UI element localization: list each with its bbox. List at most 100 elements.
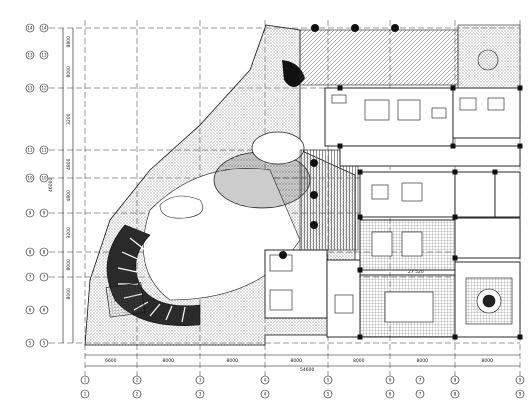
svg-text:1: 1 [84, 391, 87, 396]
svg-text:2: 2 [136, 391, 139, 396]
column [337, 143, 343, 149]
conference-table [384, 291, 434, 323]
chapel-altar [482, 294, 496, 308]
row-dimension-label: 4800 [66, 190, 72, 202]
tree [351, 24, 359, 32]
top-lawn [299, 29, 459, 86]
col-dimension-label: 8000 [227, 358, 239, 364]
col-axis-bubble: 9 [515, 375, 525, 385]
col-axis-bubble: 5 [323, 375, 333, 385]
row-axis-bubble: 11 [39, 145, 49, 155]
column [450, 143, 456, 149]
svg-text:7: 7 [419, 377, 422, 382]
tree [310, 221, 318, 229]
svg-text:10: 10 [41, 175, 47, 180]
row-axis-bubble: 14 [39, 23, 49, 33]
svg-text:3: 3 [199, 377, 202, 382]
column [517, 143, 523, 149]
svg-text:6: 6 [43, 307, 46, 312]
tree [311, 24, 319, 32]
room-east-1 [494, 171, 521, 218]
row-axis-bubble: 12 [25, 83, 35, 93]
row-axis-bubble: 8 [39, 247, 49, 257]
col-axis-bubble: 8 [450, 389, 460, 399]
row-dimension-label: 4800 [66, 158, 72, 170]
col-axis-bubble: 1 [80, 389, 90, 399]
furniture [269, 94, 513, 325]
col-axis-bubble: 7 [415, 375, 425, 385]
col-dimension-label: 8000 [482, 358, 494, 364]
toilet-cubicle [269, 289, 293, 311]
column [517, 85, 523, 91]
room-office-1 [452, 87, 521, 139]
garden-pavilion [105, 282, 146, 318]
svg-text:5: 5 [43, 340, 46, 345]
column [357, 169, 363, 175]
row-axis-bubble: 10 [39, 173, 49, 183]
svg-text:14: 14 [41, 25, 47, 30]
sofa-set [371, 231, 393, 257]
row-axis-bubble: 6 [39, 305, 49, 315]
svg-text:9: 9 [519, 391, 522, 396]
svg-text:9: 9 [29, 210, 32, 215]
timber-deck [299, 149, 359, 251]
svg-text:11: 11 [41, 147, 47, 152]
table [401, 182, 423, 202]
col-axis-bubble: 6 [385, 375, 395, 385]
column [452, 214, 458, 220]
tree [477, 49, 499, 71]
svg-text:5: 5 [327, 377, 330, 382]
col-axis-bubble: 6 [385, 389, 395, 399]
column [357, 334, 363, 340]
left-total-dimension: 46000 [48, 178, 54, 192]
svg-text:6: 6 [389, 391, 392, 396]
desk [487, 97, 505, 111]
column [452, 255, 458, 261]
svg-text:1: 1 [84, 377, 87, 382]
row-axis-bubble: 6 [25, 305, 35, 315]
row-axis-bubble: 7 [39, 272, 49, 282]
row-axis-bubble: 11 [25, 145, 35, 155]
col-axis-bubble: 3 [195, 375, 205, 385]
column [517, 334, 523, 340]
tree [279, 251, 287, 259]
svg-text:7: 7 [29, 274, 32, 279]
desk [459, 97, 477, 111]
table [364, 99, 390, 121]
svg-text:14: 14 [27, 25, 33, 30]
row-dimension-label: 8800 [66, 36, 72, 48]
col-dimension-label: 8000 [291, 358, 303, 364]
column [357, 214, 363, 220]
column [452, 334, 458, 340]
table [397, 99, 421, 121]
col-axis-bubble: 2 [132, 375, 142, 385]
svg-text:10: 10 [27, 175, 33, 180]
svg-text:12: 12 [27, 85, 33, 90]
row-axis-bubble: 5 [39, 338, 49, 348]
col-axis-bubble: 8 [450, 375, 460, 385]
sofa-set [401, 231, 423, 257]
col-axis-bubble: 5 [323, 389, 333, 399]
tree [391, 24, 399, 32]
svg-text:8: 8 [29, 249, 32, 254]
trees [279, 24, 499, 259]
col-axis-bubble: 1 [80, 375, 90, 385]
tree-cluster [282, 60, 305, 88]
col-axis-bubble: 9 [515, 389, 525, 399]
row-dimension-label: 8000 [66, 288, 72, 300]
service-counter [334, 294, 354, 314]
stair-core [454, 171, 496, 218]
sofa [331, 94, 347, 104]
svg-text:11: 11 [27, 147, 33, 152]
svg-text:13: 13 [27, 52, 33, 57]
tree [310, 159, 318, 167]
svg-text:4: 4 [264, 391, 267, 396]
svg-text:12: 12 [41, 85, 47, 90]
col-axis-bubble: 2 [132, 389, 142, 399]
svg-text:8: 8 [43, 249, 46, 254]
svg-text:7: 7 [43, 274, 46, 279]
row-axis-bubble: 13 [25, 50, 35, 60]
row-axis-bubble: 14 [25, 23, 35, 33]
